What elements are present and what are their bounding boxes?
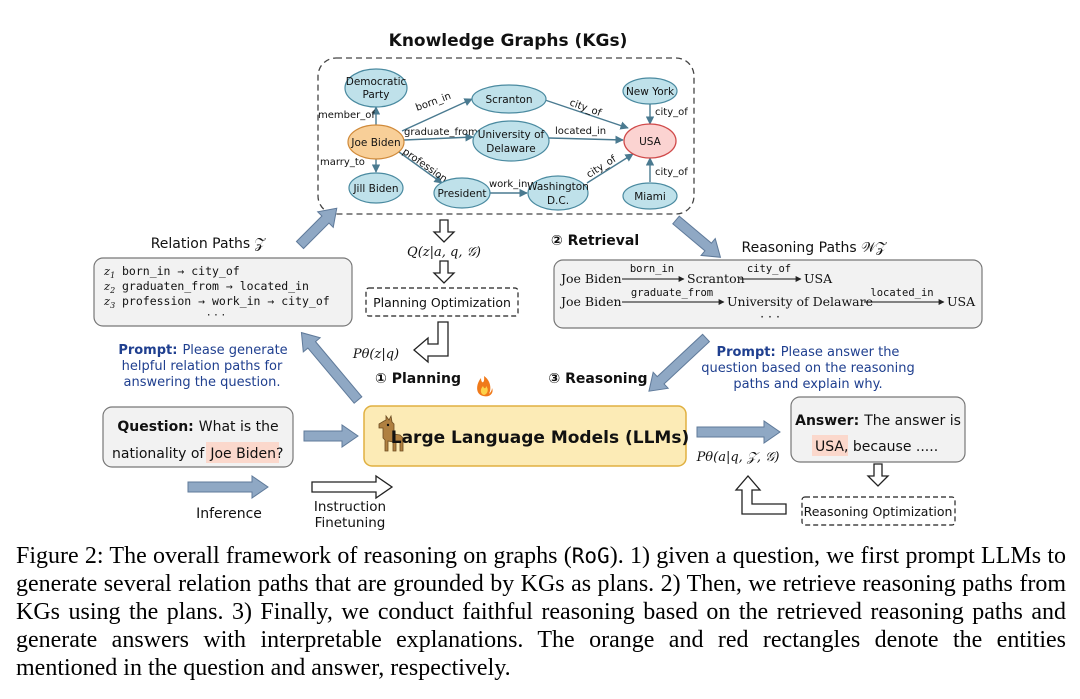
framework-diagram: Knowledge Graphs (KGs) member_of born_in… <box>93 31 983 531</box>
kg-node-democratic-party: Democratic Party <box>344 68 408 108</box>
prompt-right-line3: paths and explain why. <box>733 377 882 392</box>
rp2-start: Joe Biden <box>559 294 622 309</box>
legend-inference: Inference <box>196 506 262 522</box>
edge-label-marry-to: marry_to <box>320 157 365 168</box>
prompt-left-line1: Prompt:Please generate <box>118 343 287 358</box>
reasoning-return-arrow <box>734 475 787 515</box>
prompt-right-line1: Prompt:Please answer the <box>717 345 900 360</box>
prompt-left-line3: answering the question. <box>124 375 281 390</box>
legend-finetune-line2: Finetuning <box>315 515 386 531</box>
kg-node-new-york: New York <box>622 77 678 105</box>
planning-p-formula: Pθ(z|q) <box>352 347 399 362</box>
planning-return-arrow <box>413 321 449 364</box>
svg-text:New York: New York <box>626 86 675 98</box>
z2-label: z2 <box>103 279 115 295</box>
planning-step-label: ① Planning <box>375 371 461 387</box>
relation-paths-title: Relation Paths 𝒵 <box>151 236 267 252</box>
kg-node-usa: USA <box>623 123 677 159</box>
rp1-start: Joe Biden <box>559 271 622 286</box>
edge-label-profession: profession <box>400 146 449 185</box>
z1-path: born_in → city_of <box>122 264 240 278</box>
rp2-mid: University of Delaware <box>727 294 873 309</box>
answer-entity-highlight <box>812 435 848 456</box>
reasoning-paths-box <box>553 259 983 329</box>
answer-line2: USA, because ..... <box>815 439 938 455</box>
legend-finetune-arrow <box>311 474 394 500</box>
planning-optimization-box <box>365 287 519 317</box>
rp2-rel2: located_in <box>870 287 933 299</box>
svg-text:Democratic: Democratic <box>346 76 407 88</box>
reasoning-optimization-label: Reasoning Optimization <box>804 504 953 519</box>
kg-node-jill-biden: Jill Biden <box>348 172 404 204</box>
edge-label-city-of-3: city_of <box>655 107 688 118</box>
kg-title: Knowledge Graphs (KGs) <box>389 31 628 51</box>
prompt-right-line2: question based on the reasoning <box>701 361 915 376</box>
edge-label-member-of: member_of <box>318 110 375 121</box>
svg-text:University of: University of <box>478 129 545 141</box>
answer-p-formula: Pθ(a|q, 𝒵, 𝒢) <box>696 450 780 465</box>
svg-text:D.C.: D.C. <box>547 195 569 207</box>
reasoning-optimization-box <box>801 496 956 526</box>
answer-down-arrow <box>866 463 890 487</box>
z1-label: z1 <box>103 264 115 280</box>
llm-box <box>363 405 687 467</box>
rp1-rel2: city_of <box>747 263 791 275</box>
kg-node-miami: Miami <box>622 182 678 210</box>
kg-node-scranton: Scranton <box>471 84 547 114</box>
rp1-mid: Scranton <box>687 271 745 286</box>
rog-abbrev: RoG <box>571 544 610 568</box>
rp1-rel1: born_in <box>630 263 674 275</box>
edge-label-city-of-1: city_of <box>568 97 603 119</box>
relation-paths-box <box>93 257 353 327</box>
svg-text:President: President <box>438 188 487 200</box>
kg-edges <box>371 98 655 198</box>
kg-node-washington-dc: Washington D.C. <box>527 175 589 211</box>
legend-finetune-line1: Instruction <box>314 499 386 515</box>
kg-node-president: President <box>433 177 491 209</box>
edge-label-city-of-2: city_of <box>585 154 619 181</box>
svg-text:USA: USA <box>639 136 662 148</box>
flow-arrows <box>187 207 781 499</box>
kg-node-university-of-delaware: University of Delaware <box>472 120 550 162</box>
question-line1: Question:What is the <box>117 419 278 435</box>
planning-q-formula: Q(z|a, q, 𝒢) <box>407 245 481 260</box>
z2-path: graduaten_from → located_in <box>122 279 309 293</box>
svg-text:Joe Biden: Joe Biden <box>350 137 400 149</box>
fire-icon <box>477 376 493 397</box>
reasoning-step-label: ③ Reasoning <box>548 371 647 387</box>
kg-node-joe-biden: Joe Biden <box>347 124 405 160</box>
reasoning-paths-ellipsis: · · · <box>760 309 780 324</box>
kg-box <box>317 57 695 215</box>
edge-label-located-in: located_in <box>555 126 606 137</box>
question-entity-highlight <box>206 442 279 463</box>
z3-path: profession → work_in → city_of <box>122 294 330 308</box>
svg-text:Washington: Washington <box>527 181 589 193</box>
answer-line1: Answer:The answer is <box>795 413 961 429</box>
svg-text:Scranton: Scranton <box>485 94 532 106</box>
rp2-end: USA <box>947 294 976 309</box>
rp1-end: USA <box>804 271 833 286</box>
retrieval-step-label: ② Retrieval <box>551 233 639 249</box>
svg-text:Party: Party <box>363 89 390 101</box>
edge-label-work-in: work_in <box>489 179 527 190</box>
relation-paths-ellipsis: · · · <box>207 308 225 322</box>
figure-caption: Figure 2: The overall framework of reaso… <box>16 543 1066 681</box>
planning-outline-arrows <box>432 219 456 284</box>
svg-text:Miami: Miami <box>634 191 666 203</box>
planning-optimization-label: Planning Optimization <box>373 295 511 310</box>
rp2-rel1: graduate_from <box>631 287 713 299</box>
svg-text:Jill Biden: Jill Biden <box>352 183 398 195</box>
edge-label-graduate-from: graduate_from <box>404 127 478 138</box>
edge-label-city-of-4: city_of <box>655 167 688 178</box>
svg-text:Delaware: Delaware <box>486 143 535 155</box>
prompt-left-line2: helpful relation paths for <box>122 359 283 374</box>
reasoning-paths-title: Reasoning Paths 𝒲𝒵 <box>742 240 888 256</box>
llama-icon <box>378 414 404 452</box>
z3-label: z3 <box>103 294 115 310</box>
llm-label: Large Language Models (LLMs) <box>391 428 689 448</box>
